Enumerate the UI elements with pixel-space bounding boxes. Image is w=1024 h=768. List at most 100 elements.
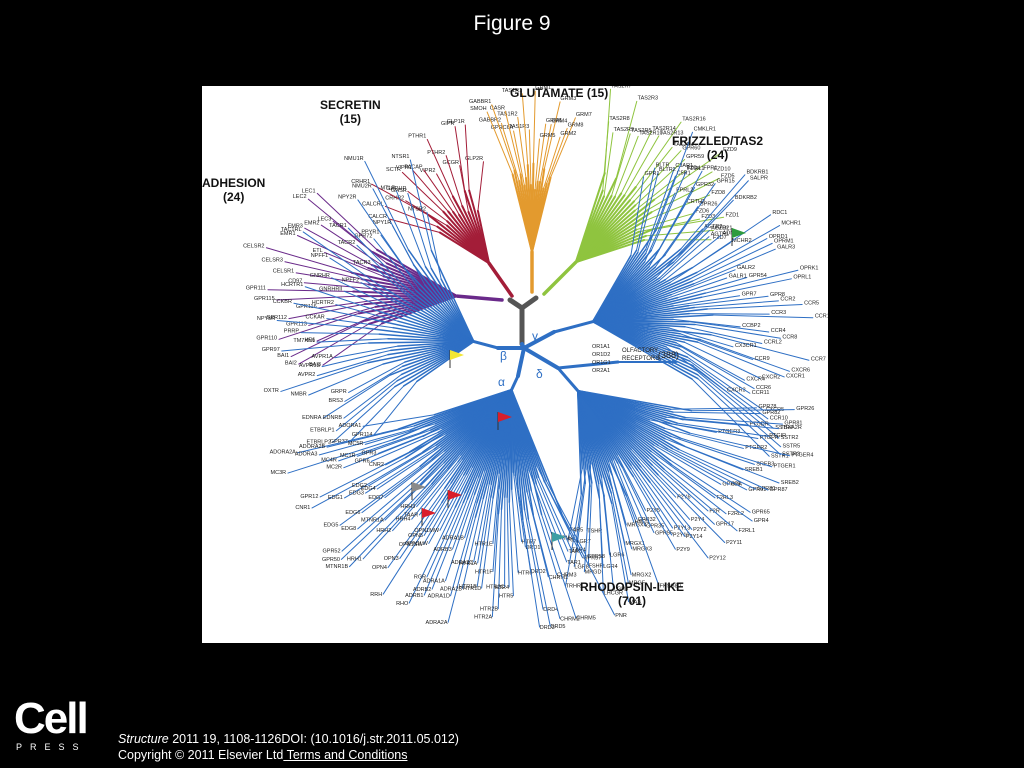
delta-leaf-branch bbox=[657, 459, 727, 515]
gamma-leaf-branch bbox=[678, 348, 751, 394]
adhesion-leaf-branch bbox=[296, 235, 369, 269]
alpha-leaf-branch bbox=[392, 467, 449, 532]
glutamate-leaf-branch bbox=[534, 138, 540, 191]
adhesion-leaf-branch bbox=[288, 303, 366, 320]
beta-gene-label: HCRTR2 bbox=[312, 300, 334, 306]
gamma-gene-label: RDC1 bbox=[772, 210, 787, 216]
frizzled-leaf-branch bbox=[653, 151, 723, 201]
beta-gene-label: HCRTR1 bbox=[281, 282, 303, 288]
alpha-leaf-branch bbox=[426, 492, 466, 578]
secretin-leaf-branch bbox=[477, 161, 484, 212]
alpha-gene-label: HTR1F bbox=[475, 569, 493, 575]
beta-gene-label: TACR3 bbox=[353, 260, 371, 266]
alpha-gene-label: ADRA2A bbox=[426, 620, 448, 626]
gamma-gene-label: BLTR bbox=[656, 162, 670, 168]
alpha-leaf-branch bbox=[506, 496, 510, 588]
frizzled-gene-label: TAS2R7 bbox=[611, 86, 631, 89]
gamma-gene-label: ADMR bbox=[723, 231, 739, 237]
delta-gene-label: PTGIR bbox=[769, 433, 786, 439]
frizzled-leaf-branch bbox=[635, 212, 695, 231]
olfactory-gene-label: OR1G1 bbox=[592, 360, 611, 366]
beta-gene-label: GNRHRII bbox=[319, 287, 343, 293]
delta-gene-label: GPR91 bbox=[748, 487, 766, 493]
rhodopsin-family-label: RHODOPSIN-LIKE (701) bbox=[580, 580, 684, 608]
delta-gene-label: PTGER3 bbox=[718, 429, 740, 435]
glutamate-leaf-branch bbox=[528, 129, 532, 186]
adhesion-gene-label: EMR1 bbox=[280, 231, 295, 237]
frizzled-gene-label: GPR59 bbox=[686, 154, 704, 160]
journal-name: Structure bbox=[118, 732, 169, 746]
frizzled-leaf-branch bbox=[651, 177, 720, 213]
delta-gene-label: SREB2 bbox=[781, 480, 799, 486]
gamma-leaf-branch bbox=[680, 174, 746, 250]
glutamate-leaf-branch bbox=[521, 93, 529, 166]
secretin-gene-label: CRHR2 bbox=[385, 195, 404, 201]
gamma-gene-label: CCR1 bbox=[815, 314, 828, 320]
gamma-gene-label: SALPR bbox=[750, 175, 768, 181]
gamma-leaf-branch bbox=[683, 341, 761, 379]
beta-leaf-branch bbox=[334, 345, 399, 359]
beta-leaf-branch bbox=[347, 227, 403, 285]
terms-link[interactable]: Terms and Conditions bbox=[283, 748, 408, 762]
gamma-gene-label: CCR9 bbox=[755, 356, 770, 362]
gamma-gene-label: OPRK1 bbox=[800, 266, 819, 272]
alpha-gene-label: RGR bbox=[414, 575, 426, 581]
alpha-gene-label: HTR1B bbox=[459, 584, 477, 590]
delta-gene-label: MRGX2 bbox=[632, 572, 652, 578]
alpha-gene-label: HTR2C bbox=[486, 585, 504, 591]
alpha-gene-label: DRD2 bbox=[531, 569, 546, 575]
alpha-gene-label: PNR bbox=[615, 613, 627, 619]
beta-gene-label: MTLR bbox=[380, 185, 395, 191]
delta-leaf-branch bbox=[630, 464, 674, 529]
secretin-leaf-branch bbox=[405, 200, 448, 227]
branch-label-delta: δ bbox=[536, 367, 543, 381]
adhesion-gene-label: GPR115 bbox=[254, 296, 275, 302]
gamma-gene-label: MCHR1 bbox=[781, 221, 801, 227]
frizzled-gene-label: FZD2 bbox=[715, 226, 729, 232]
olfactory-count: (388) bbox=[658, 350, 679, 360]
beta-leaf-branch bbox=[373, 238, 417, 292]
beta-leaf-branch bbox=[396, 190, 427, 268]
secretin-leaf-branch bbox=[412, 170, 449, 213]
frizzled-leaf-branch bbox=[647, 171, 713, 211]
logo-word: Cell bbox=[14, 694, 89, 743]
delta-gene-label: GPR81 bbox=[784, 421, 802, 427]
beta-leaf-branch bbox=[348, 361, 406, 393]
beta-branch bbox=[367, 340, 475, 364]
alpha-leaf-branch bbox=[512, 471, 523, 542]
adhesion-gene-label: BAI2 bbox=[285, 361, 297, 367]
frizzled-leaf-branch bbox=[645, 194, 711, 221]
gamma-leaf-branch bbox=[655, 131, 693, 231]
glutamate-leaf-branch bbox=[546, 127, 568, 185]
alpha-gene-label: OPN1MW bbox=[414, 528, 440, 534]
alpha-gene-label: DRD3 bbox=[540, 625, 555, 631]
delta-leaf-branch bbox=[684, 445, 780, 484]
alpha-gene-label: ADRA1B bbox=[442, 535, 464, 541]
glutamate-leaf-branch bbox=[513, 130, 525, 186]
alpha-branch bbox=[510, 388, 563, 515]
gamma-gene-label: CCBP2 bbox=[742, 323, 760, 329]
adhesion-gene-label: EMR3 bbox=[288, 224, 303, 230]
alpha-gene-label: RRH bbox=[370, 592, 382, 598]
olfactory-arrowhead bbox=[672, 360, 680, 364]
frizzled-family-label: FRIZZLED/TAS2 (24) bbox=[672, 134, 763, 162]
delta-gene-label: PTGDR bbox=[750, 422, 769, 428]
beta-gene-label: EDNRB bbox=[323, 415, 343, 421]
gamma-leaf-branch bbox=[677, 276, 748, 299]
delta-leaf-branch bbox=[671, 423, 759, 439]
secretin-gene-label: GLP2R bbox=[465, 156, 483, 162]
glutamate-gene-label: TAS1R2 bbox=[497, 111, 517, 117]
alpha-gene-label: OPN4 bbox=[372, 565, 387, 571]
alpha-gene-label: HRH2 bbox=[376, 528, 391, 534]
gamma-gene-label: C3AR1 bbox=[675, 163, 693, 169]
delta-leaf-branch bbox=[672, 411, 761, 415]
gamma-gene-label: GPR1 bbox=[645, 171, 660, 177]
delta-gene-label: GPR32 bbox=[638, 517, 656, 523]
alpha-leaf-branch bbox=[481, 497, 494, 589]
gamma-leaf-branch bbox=[672, 295, 741, 307]
copyright-text: Copyright © 2011 Elsevier Ltd bbox=[118, 748, 284, 762]
gamma-leaf-branch bbox=[679, 333, 754, 361]
flag-cxcr4 bbox=[732, 228, 746, 238]
delta-gene-label: LGR4 bbox=[603, 564, 617, 570]
gamma-gene-label: GALR2 bbox=[737, 265, 755, 271]
